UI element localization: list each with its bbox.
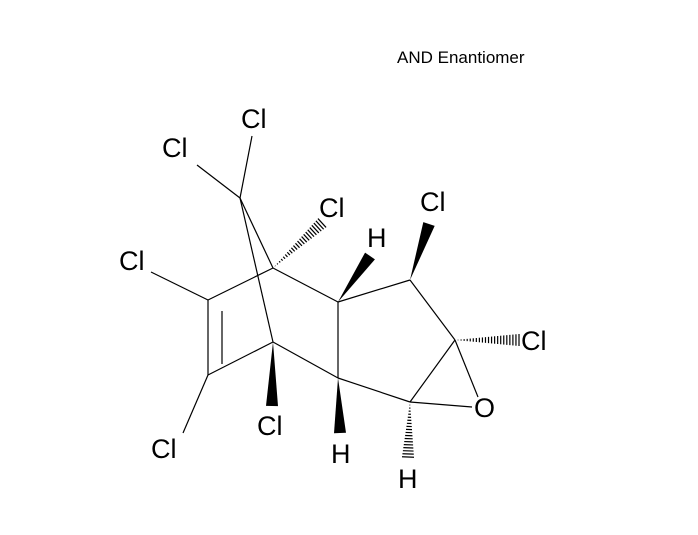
bond [150, 271, 209, 301]
bond [239, 197, 274, 343]
bond [182, 374, 209, 434]
atom-h-fusion-bottom: H [331, 439, 351, 469]
bond [207, 267, 274, 301]
atom-cl-bridgehead-bottom: Cl [257, 411, 283, 441]
bond [196, 164, 241, 199]
enantiomer-annotation: AND Enantiomer [397, 48, 525, 67]
atom-o-epoxide: O [474, 393, 495, 423]
hashed-wedge-h [401, 404, 415, 458]
bond [454, 339, 479, 398]
bond [337, 279, 411, 303]
bold-wedge-cl [410, 222, 435, 280]
atom-h-epoxide: H [398, 464, 418, 494]
bond [272, 267, 339, 303]
bond [337, 377, 411, 403]
atom-cl-bridgehead-top: Cl [319, 193, 345, 223]
hashed-wedge-cl [274, 218, 327, 267]
bond [239, 197, 274, 269]
atom-cl-epoxide: Cl [521, 326, 547, 356]
atom-cl-alkene-top: Cl [119, 246, 145, 276]
bold-wedge-cl [266, 342, 278, 407]
bond [272, 341, 339, 379]
bond [409, 401, 473, 408]
bonds [150, 135, 479, 434]
bond [239, 135, 253, 199]
bond [409, 279, 456, 341]
bold-wedge-h [338, 252, 375, 302]
bond [207, 341, 274, 376]
atom-cl-bridge-left: Cl [162, 133, 188, 163]
hashed-wedge-cl [457, 334, 520, 346]
atom-cl-ring-top: Cl [420, 187, 446, 217]
atom-h-fusion-top: H [367, 223, 387, 253]
bold-wedge-h [334, 378, 346, 434]
atom-cl-alkene-bottom: Cl [151, 434, 177, 464]
stereo-wedges [266, 218, 520, 458]
atom-cl-bridge-top: Cl [241, 104, 267, 134]
bond [409, 339, 456, 403]
